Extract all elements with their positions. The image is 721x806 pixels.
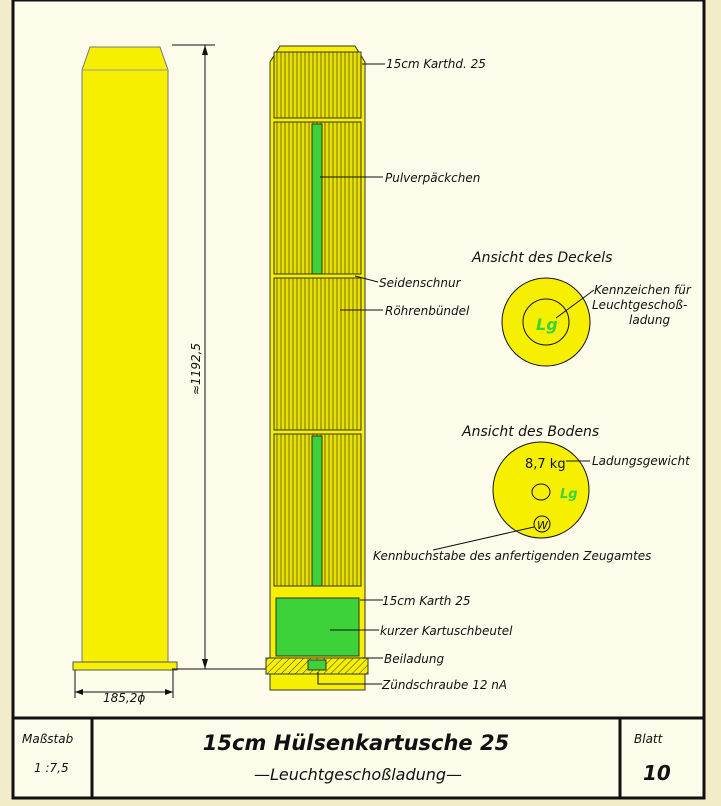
arsenal-letter-circle [533,515,551,533]
drawing-subtitle: —Leuchtgeschoßladung— [254,765,462,784]
primer-hole [531,483,551,501]
sheet-number: 10 [643,761,671,785]
callout-auxiliary-charge: Beiladung [384,652,444,666]
lid-inner-circle [522,298,570,346]
lid-note-3: ladung [629,313,671,327]
callout-silk-cord: Seidenschnur [379,276,462,290]
diameter-dimension [74,670,174,698]
callout-tube-bundle: Röhrenbündel [385,304,470,318]
callout-leaders [317,63,385,685]
sheet-label: Blatt [634,732,664,746]
lid-note-2: Leuchtgeschoß- [592,298,687,312]
callout-cartridge-case: 15cm Karth 25 [382,594,471,608]
base-mark: Lg [560,487,578,502]
base-weight: 8,7 kg [525,457,566,472]
case-cutaway-view [265,45,369,691]
drawing-title: 15cm Hülsenkartusche 25 [203,731,509,755]
lid-mark: Lg [536,315,558,334]
callout-primer: Zündschraube 12 nA [381,678,507,692]
lid-view-title: Ansicht des Deckels [471,250,612,266]
arsenal-letter-label: Kennbuchstabe des anfertigenden Zeugamte… [373,549,651,563]
callout-powder-packets: Pulverpäckchen [385,171,480,185]
base-view-title: Ansicht des Bodens [461,424,599,440]
arsenal-letter: W [537,519,549,532]
callout-cartridge-lid: 15cm Karthd. 25 [386,57,486,71]
case-exterior-view [72,46,178,671]
base-weight-label: Ladungsgewicht [592,454,691,468]
height-dimension-label: ≈1192,5 [189,343,203,395]
diameter-dimension-label: 185,2ϕ [103,691,145,705]
lid-note-1: Kennzeichen für [594,283,692,297]
callout-short-bag: kurzer Kartuschbeutel [380,624,513,638]
scale-label: Maßstab [22,732,74,746]
scale-value: 1 :7,5 [34,761,69,775]
